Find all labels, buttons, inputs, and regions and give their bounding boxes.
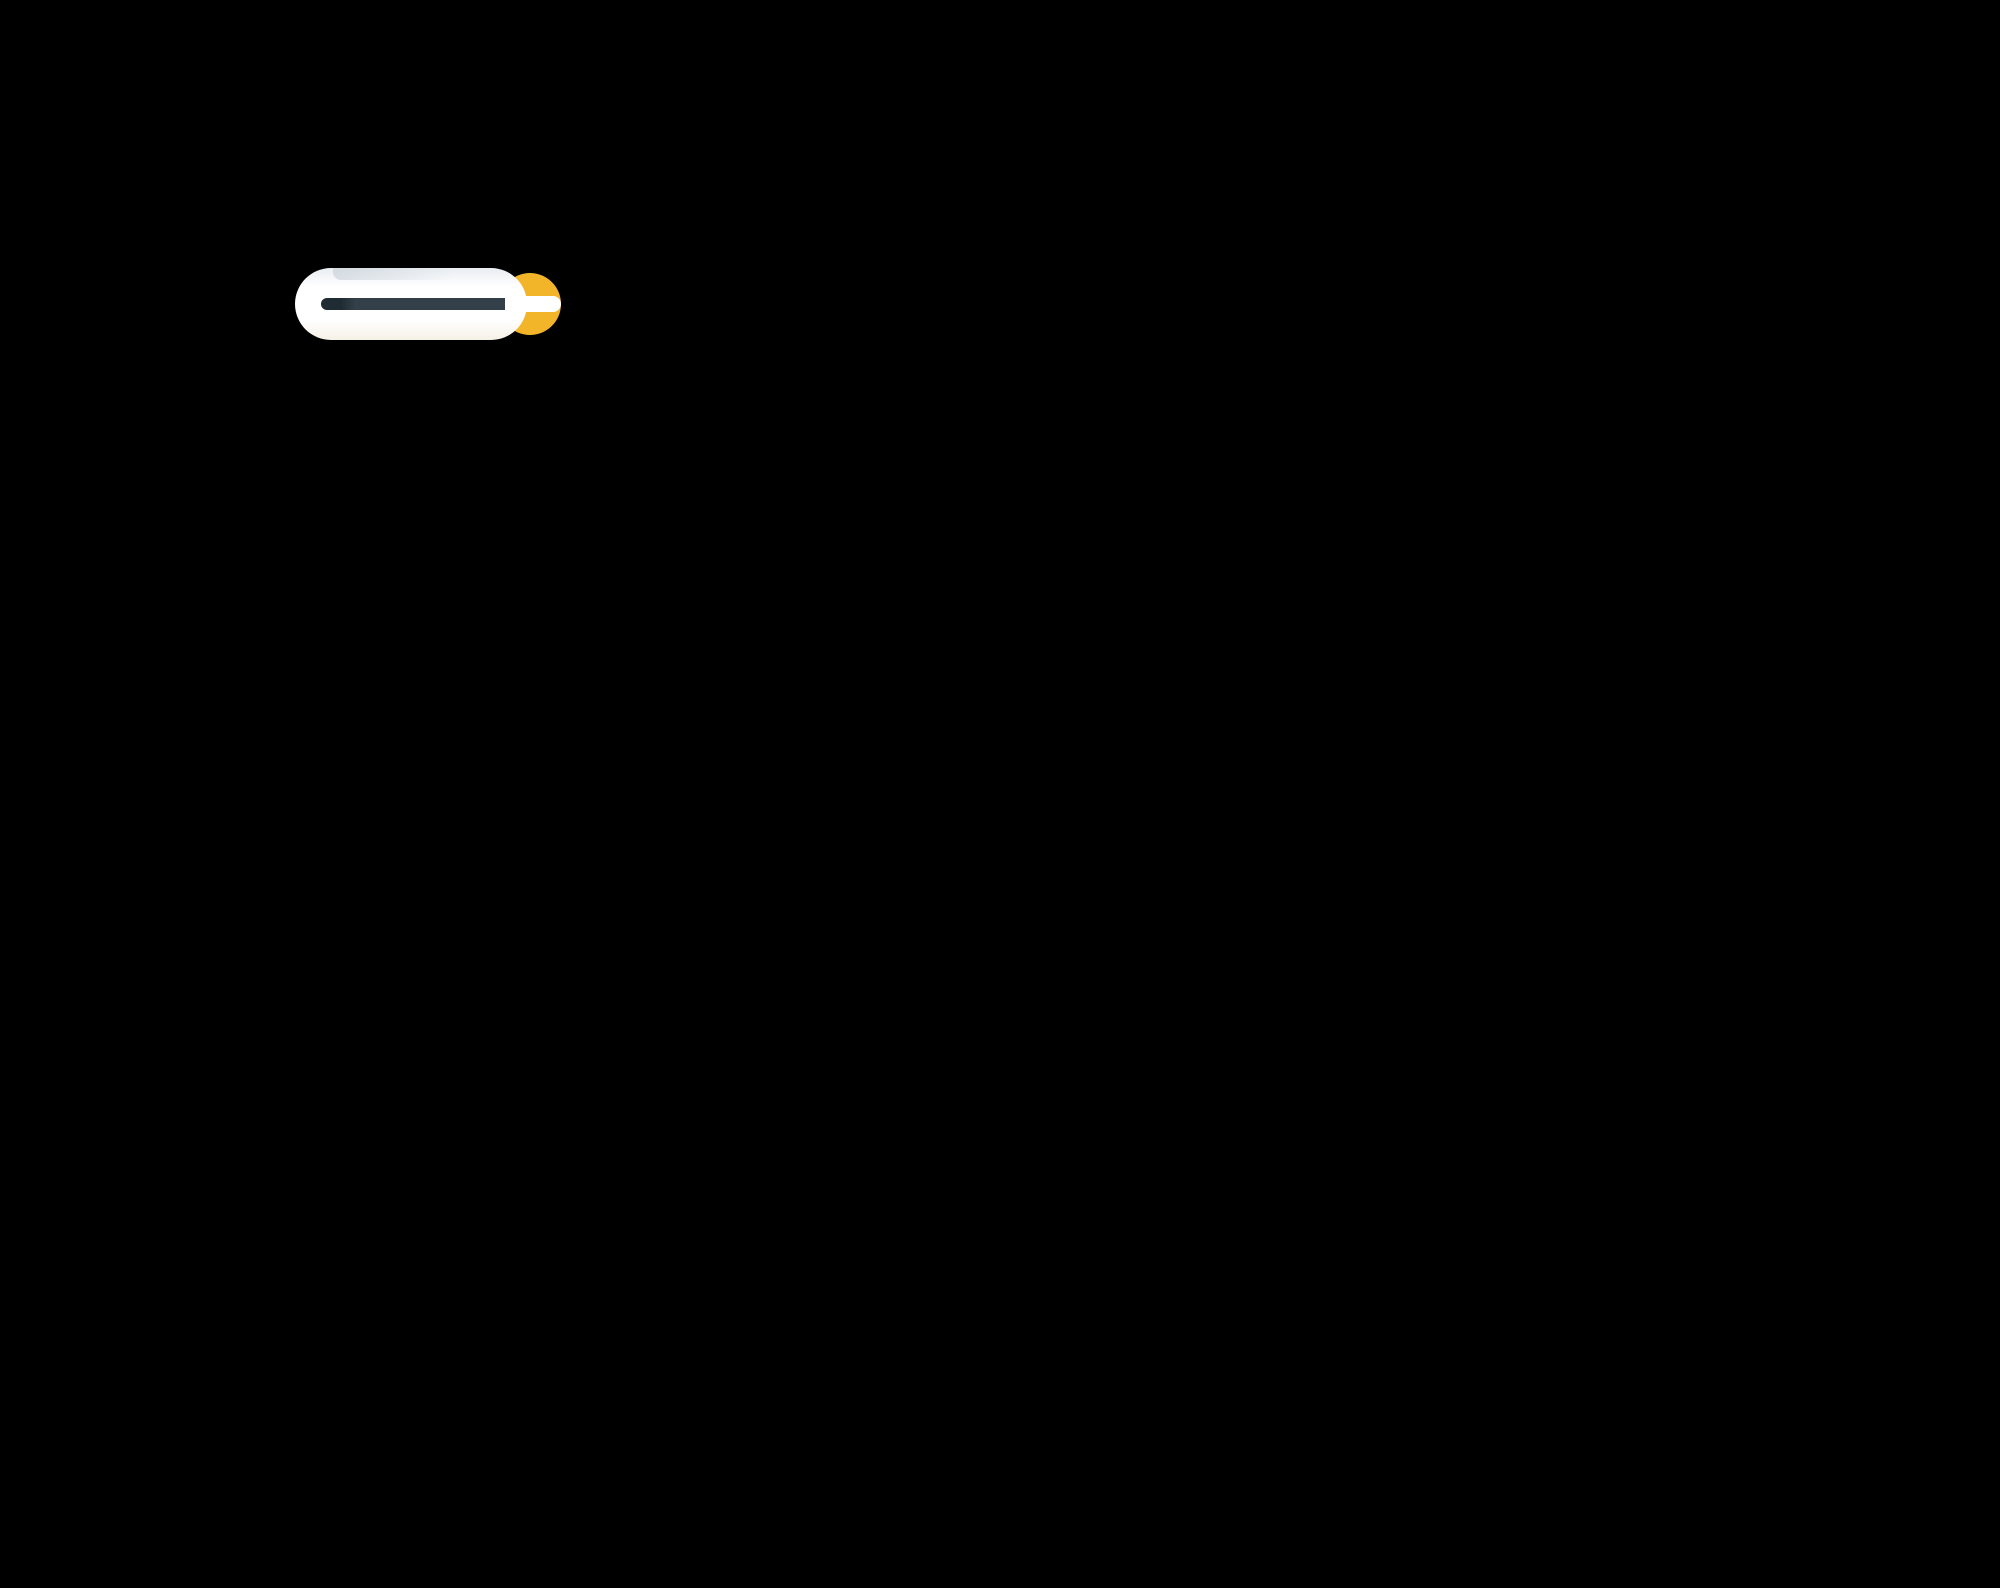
pill-stripe	[505, 296, 561, 312]
pill-dark-bar	[321, 298, 517, 310]
floating-pill-widget[interactable]	[295, 268, 561, 340]
pill-top-highlight	[333, 268, 453, 280]
